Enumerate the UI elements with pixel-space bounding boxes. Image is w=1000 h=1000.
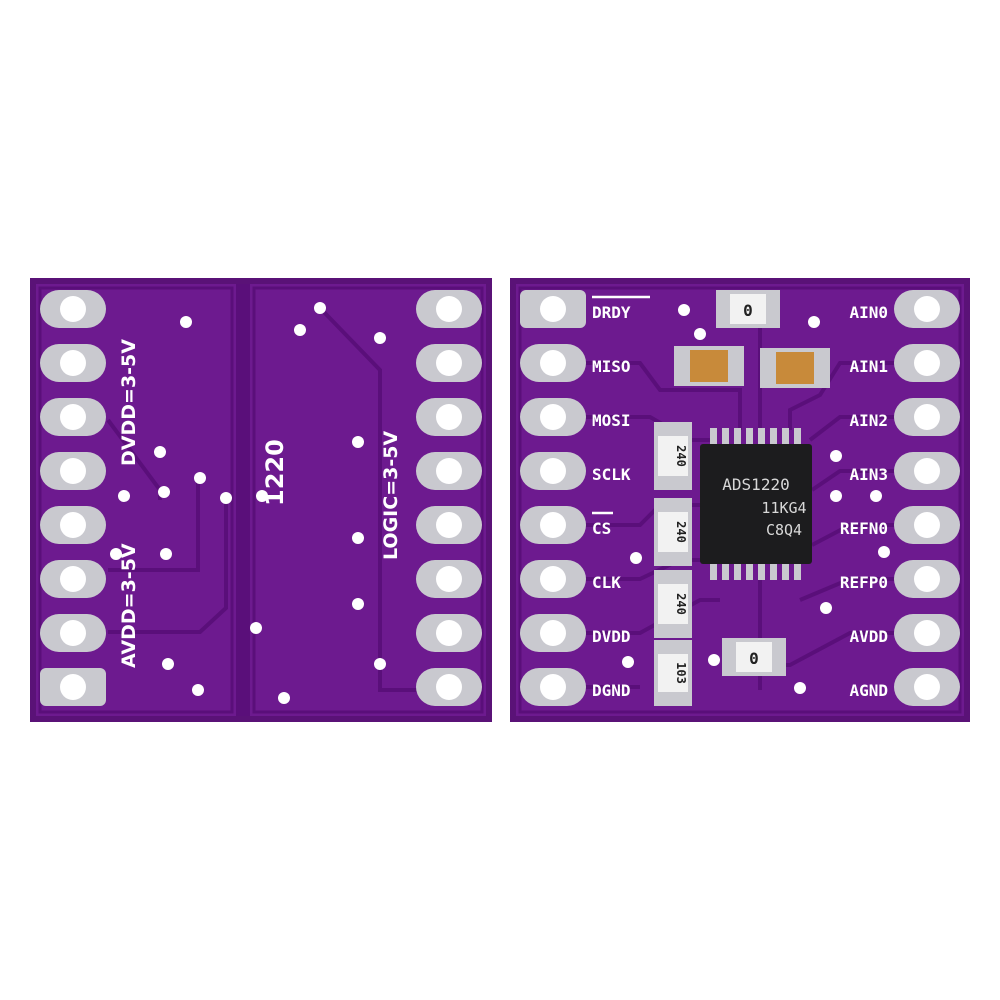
back-label-dvdd: DVDD=3-5V	[118, 339, 140, 466]
header-pad	[416, 398, 482, 436]
header-pad	[520, 452, 586, 490]
header-pad	[520, 344, 586, 382]
header-pad	[40, 560, 106, 598]
back-label-part: 1220	[261, 439, 289, 506]
pin-label-clk: CLK	[592, 573, 621, 592]
resistor-240-1: 240	[654, 422, 692, 490]
back-pour-left	[38, 286, 234, 714]
header-pad	[416, 452, 482, 490]
back-board: DVDD=3-5V AVDD=3-5V 1220 LOGIC=3-5V	[30, 278, 492, 722]
back-board-divider	[236, 284, 250, 716]
header-pad	[520, 560, 586, 598]
header-pad	[40, 506, 106, 544]
front-left-header	[520, 290, 586, 706]
header-pad	[40, 452, 106, 490]
resistor-top: 0	[716, 290, 780, 328]
front-left-labels: DRDY MISO MOSI SCLK CS CLK DVDD DGND	[592, 295, 650, 700]
resistor-240-3-label: 240	[674, 593, 688, 615]
header-pad	[416, 290, 482, 328]
front-vias	[622, 304, 890, 694]
header-pad	[416, 614, 482, 652]
pin-label-dvdd: DVDD	[592, 627, 631, 646]
pin-label-miso: MISO	[592, 357, 631, 376]
resistor-bottom: 0	[722, 638, 786, 676]
header-pad	[520, 668, 586, 706]
header-pad	[894, 506, 960, 544]
resistor-top-label: 0	[743, 301, 753, 320]
back-right-header	[416, 290, 482, 706]
resistor-240-1-label: 240	[674, 445, 688, 467]
header-pad	[416, 560, 482, 598]
header-pad	[40, 290, 106, 328]
header-pad	[40, 344, 106, 382]
resistor-103: 103	[654, 640, 692, 706]
pin-label-refp0: REFP0	[840, 573, 888, 592]
header-pad	[894, 668, 960, 706]
pin-label-cs: CS	[592, 519, 611, 538]
pin-label-agnd: AGND	[849, 681, 888, 700]
chip-pins-top	[710, 428, 801, 448]
back-trace	[318, 306, 420, 692]
pin-label-dgnd: DGND	[592, 681, 631, 700]
capacitor-right	[760, 348, 830, 388]
back-pour-right	[252, 286, 484, 714]
pin-label-ain2: AIN2	[849, 411, 888, 430]
header-pad	[894, 614, 960, 652]
header-pad	[894, 560, 960, 598]
resistor-240-2-label: 240	[674, 521, 688, 543]
back-trace	[108, 478, 200, 572]
front-right-labels: AIN0 AIN1 AIN2 AIN3 REFN0 REFP0 AVDD AGN…	[840, 303, 888, 700]
back-label-logic: LOGIC=3-5V	[380, 431, 402, 560]
front-board: 0 0 240 240 240	[510, 278, 970, 722]
header-pad	[40, 398, 106, 436]
header-pad	[416, 344, 482, 382]
chip-marking-line2: 11KG4	[761, 499, 806, 517]
header-pad	[894, 452, 960, 490]
front-right-header	[894, 290, 960, 706]
header-pad	[520, 614, 586, 652]
header-pad	[520, 506, 586, 544]
pin-label-sclk: SCLK	[592, 465, 631, 484]
header-pad	[520, 290, 586, 328]
resistor-bottom-label: 0	[749, 649, 759, 668]
resistor-240-3: 240	[654, 570, 692, 638]
back-left-header	[40, 290, 106, 706]
back-trace	[108, 498, 228, 634]
adc-chip: ADS1220 11KG4 C8Q4	[700, 428, 812, 580]
front-pour-edge	[518, 286, 962, 714]
pin-label-refn0: REFN0	[840, 519, 888, 538]
chip-marking-line3: C8Q4	[766, 521, 802, 539]
header-pad	[894, 398, 960, 436]
chip-body	[700, 444, 812, 564]
header-pad	[416, 668, 482, 706]
capacitor-left	[674, 346, 744, 386]
pin-label-drdy: DRDY	[592, 303, 631, 322]
pin-label-ain1: AIN1	[849, 357, 888, 376]
back-vias	[110, 302, 386, 704]
header-pad	[40, 614, 106, 652]
resistor-240-2: 240	[654, 498, 692, 566]
pin-label-mosi: MOSI	[592, 411, 631, 430]
back-label-avdd: AVDD=3-5V	[118, 543, 140, 668]
chip-marking-line1: ADS1220	[722, 475, 789, 494]
chip-pins-bottom	[710, 560, 801, 580]
header-pad	[40, 668, 106, 706]
header-pad	[894, 290, 960, 328]
header-pad	[416, 506, 482, 544]
header-pad	[894, 344, 960, 382]
pin-label-avdd: AVDD	[849, 627, 888, 646]
header-pad	[520, 398, 586, 436]
resistor-103-label: 103	[674, 662, 688, 684]
pin-label-ain3: AIN3	[849, 465, 888, 484]
pin-label-ain0: AIN0	[849, 303, 888, 322]
